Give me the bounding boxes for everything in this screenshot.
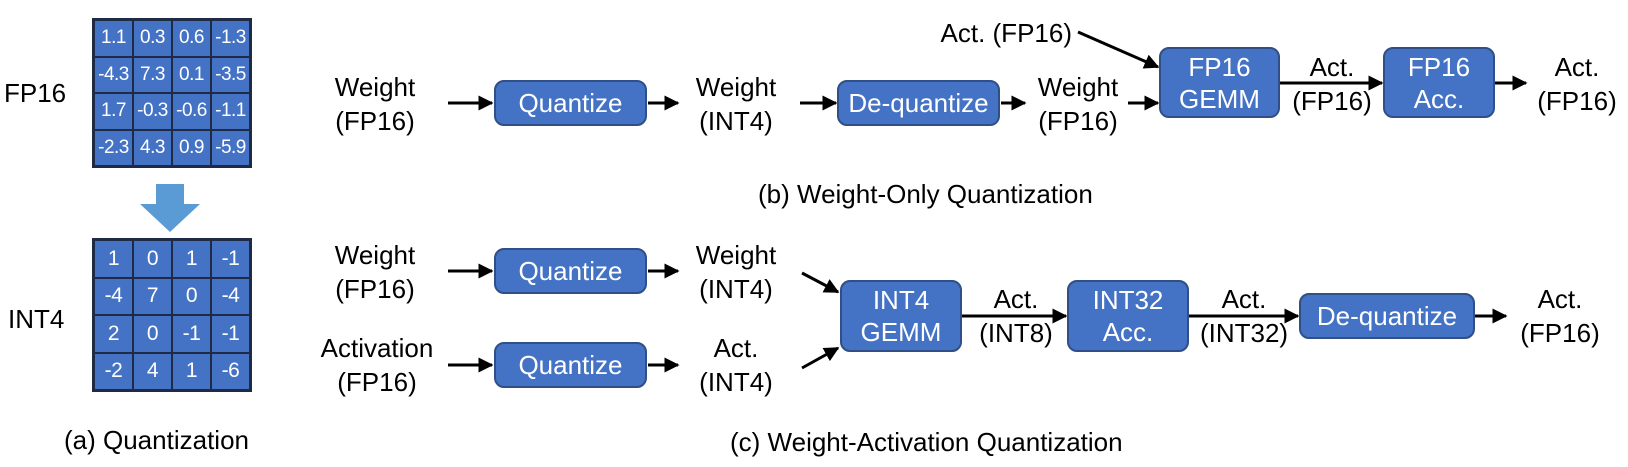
dequantize-box-b: De-quantize bbox=[837, 80, 1000, 126]
matrix-cell: 4.3 bbox=[133, 129, 172, 166]
dequantize-box-c: De-quantize bbox=[1299, 293, 1475, 339]
matrix-cell: -6 bbox=[211, 352, 250, 390]
matrix-cell: -4 bbox=[94, 277, 133, 315]
weight-fp16-b: Weight(FP16) bbox=[334, 72, 416, 136]
matrix-cell: 1.7 bbox=[94, 93, 133, 130]
arrow-act-to-gemm-b bbox=[1077, 30, 1160, 69]
matrix-cell: 0.3 bbox=[133, 20, 172, 57]
act-int32-c: Act.(INT32) bbox=[1199, 284, 1289, 348]
arrow-weight-to-gemm-c bbox=[801, 271, 840, 294]
matrix-cell: -1.3 bbox=[211, 20, 250, 57]
matrix-cell: 1.1 bbox=[94, 20, 133, 57]
matrix-cell: 7 bbox=[133, 277, 172, 315]
weight-fp16-out-b: Weight(FP16) bbox=[1037, 72, 1119, 136]
matrix-cell: -5.9 bbox=[211, 129, 250, 166]
matrix-cell: -1 bbox=[172, 315, 211, 353]
matrix-cell: -2.3 bbox=[94, 129, 133, 166]
act-int4-c: Act.(INT4) bbox=[699, 333, 773, 397]
caption-a: (a) Quantization bbox=[64, 425, 249, 455]
matrix-cell: 4 bbox=[133, 352, 172, 390]
matrix-cell: -2 bbox=[94, 352, 133, 390]
matrix-cell: 0.6 bbox=[172, 20, 211, 57]
matrix-cell: 0.1 bbox=[172, 56, 211, 93]
quantize-down-arrow bbox=[140, 184, 200, 232]
act-int8-c: Act.(INT8) bbox=[979, 284, 1053, 348]
matrix-cell: 0 bbox=[133, 315, 172, 353]
matrix-cell: 2 bbox=[94, 315, 133, 353]
matrix-cell: -4 bbox=[211, 277, 250, 315]
matrix-cell: 1 bbox=[94, 240, 133, 278]
matrix-cell: -0.6 bbox=[172, 93, 211, 130]
weight-fp16-c: Weight(FP16) bbox=[334, 240, 416, 304]
matrix-cell: -3.5 bbox=[211, 56, 250, 93]
matrix-cell: 1 bbox=[172, 240, 211, 278]
matrix-cell: -0.3 bbox=[133, 93, 172, 130]
act-fp16-mid-b: Act.(FP16) bbox=[1292, 52, 1372, 116]
fp16-label: FP16 bbox=[4, 78, 67, 108]
act-fp16-in-b: Act. (FP16) bbox=[940, 18, 1072, 48]
matrix-cell: 0 bbox=[172, 277, 211, 315]
int4-label: INT4 bbox=[8, 304, 65, 334]
quantize-box-b: Quantize bbox=[494, 80, 647, 126]
matrix-cell: -1 bbox=[211, 315, 250, 353]
matrix-cell: 0.9 bbox=[172, 129, 211, 166]
weight-int4-b: Weight(INT4) bbox=[695, 72, 777, 136]
act-fp16-out-c: Act.(FP16) bbox=[1520, 284, 1600, 348]
matrix-cell: 7.3 bbox=[133, 56, 172, 93]
matrix-cell: -1.1 bbox=[211, 93, 250, 130]
matrix-cell: 0 bbox=[133, 240, 172, 278]
caption-b: (b) Weight-Only Quantization bbox=[758, 179, 1093, 209]
quantize-box-weight-c: Quantize bbox=[494, 248, 647, 294]
caption-c: (c) Weight-Activation Quantization bbox=[730, 427, 1123, 457]
matrix-cell: -4.3 bbox=[94, 56, 133, 93]
activation-fp16-c: Activation(FP16) bbox=[320, 333, 434, 397]
act-fp16-out-b: Act.(FP16) bbox=[1537, 52, 1617, 116]
matrix-cell: -1 bbox=[211, 240, 250, 278]
quantize-box-activation-c: Quantize bbox=[494, 342, 647, 388]
weight-int4-c: Weight(INT4) bbox=[695, 240, 777, 304]
arrow-act-to-gemm-c bbox=[801, 346, 840, 370]
matrix-cell: 1 bbox=[172, 352, 211, 390]
